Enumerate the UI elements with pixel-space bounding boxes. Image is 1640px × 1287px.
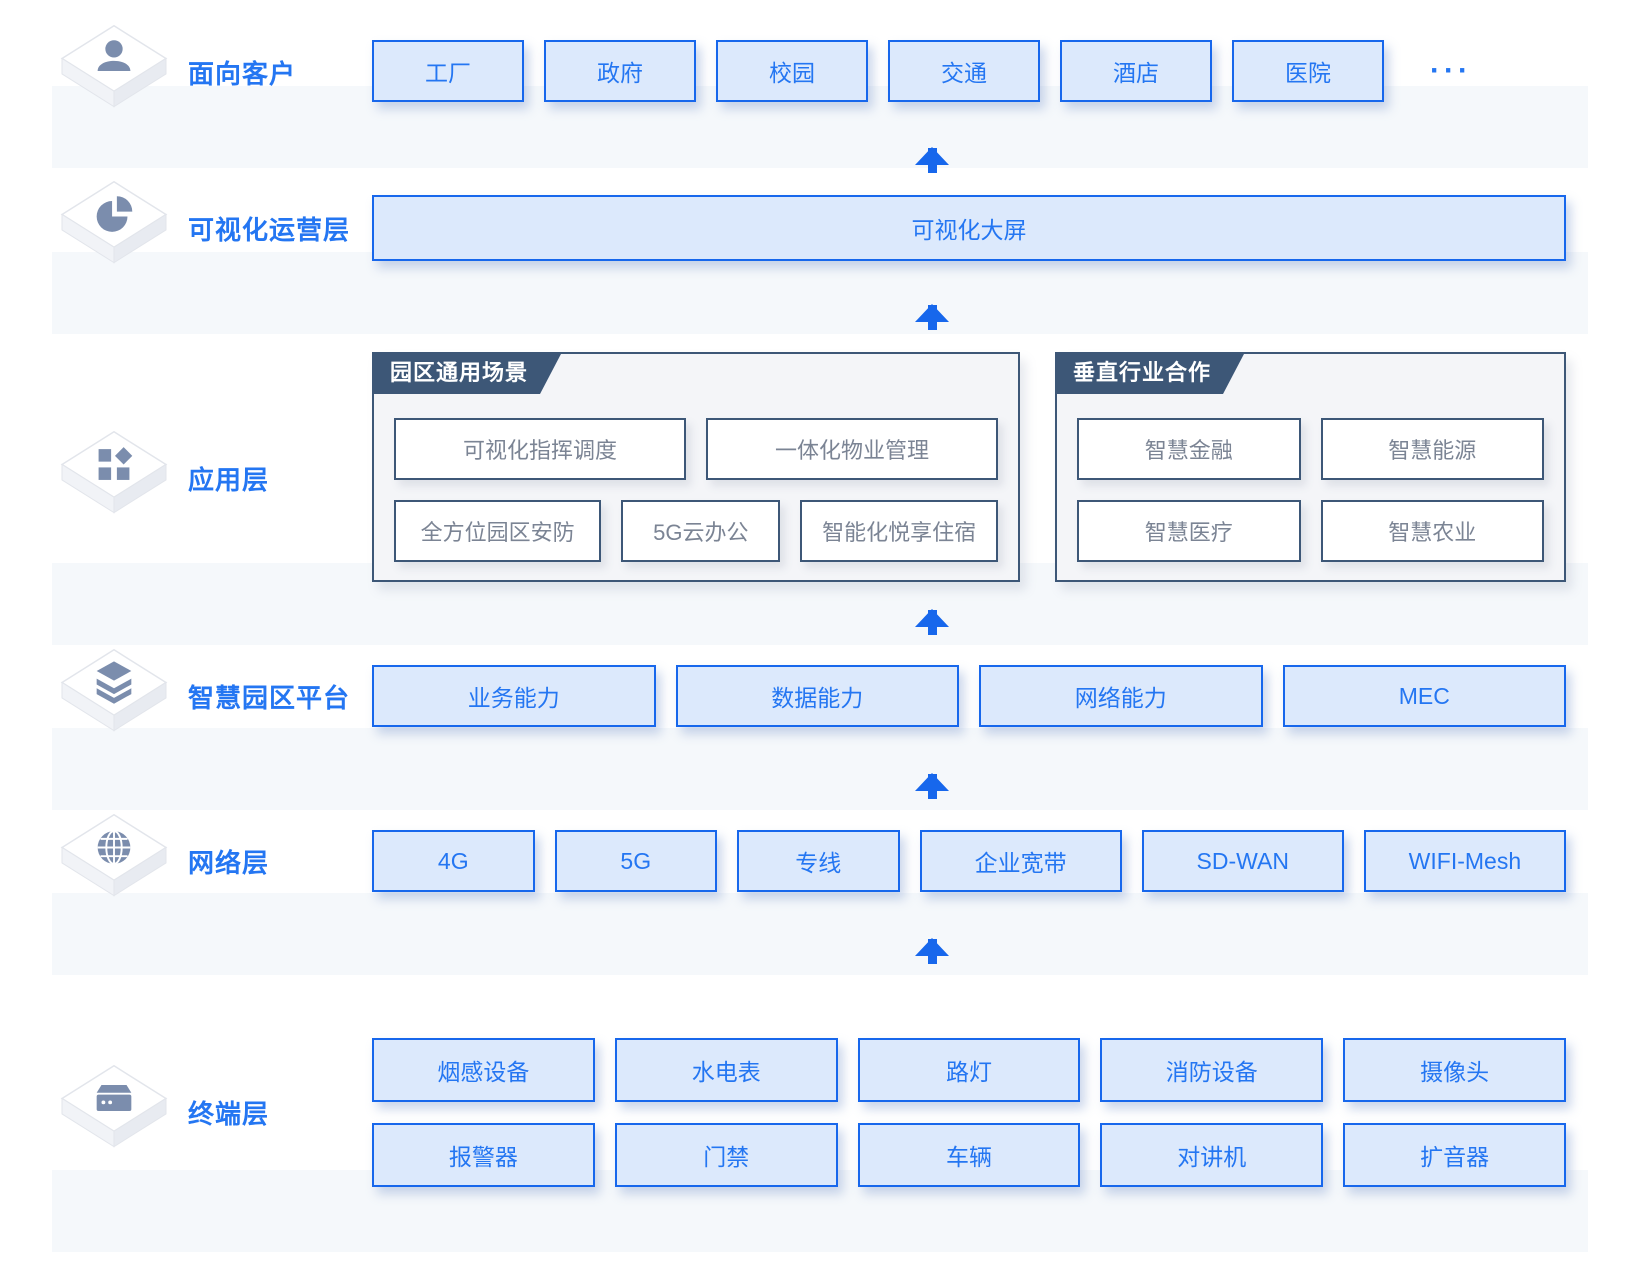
ellipsis-more: ··· bbox=[1430, 54, 1472, 87]
big-screen-box: 可视化大屏 bbox=[372, 195, 1566, 261]
layer-label-network: 网络层 bbox=[188, 847, 270, 878]
visual-ops-row: 可视化大屏 bbox=[372, 195, 1566, 261]
network-box-sd-wan: SD-WAN bbox=[1141, 830, 1344, 892]
pie-chart-icon bbox=[60, 180, 168, 264]
customer-box-traffic: 交通 bbox=[888, 40, 1040, 102]
separator-band bbox=[52, 728, 1588, 810]
app-box-smart-medical: 智慧医疗 bbox=[1077, 500, 1301, 562]
network-box-4g: 4G bbox=[372, 830, 535, 892]
layer-label-platform: 智慧园区平台 bbox=[188, 682, 351, 713]
common-row-1: 可视化指挥调度 一体化物业管理 bbox=[394, 418, 998, 480]
globe-icon bbox=[60, 813, 168, 897]
separator-band bbox=[52, 893, 1588, 975]
app-box-smart-finance: 智慧金融 bbox=[1077, 418, 1301, 480]
network-box-enterprise-broadband: 企业宽带 bbox=[919, 830, 1122, 892]
layer-rail-application: 应用层 bbox=[56, 420, 269, 536]
layer-rail-customer: 面向客户 bbox=[56, 14, 296, 130]
terminal-box-intercom: 对讲机 bbox=[1100, 1123, 1324, 1187]
customer-box-hotel: 酒店 bbox=[1060, 40, 1212, 102]
up-arrow-stem bbox=[927, 148, 937, 173]
layers-icon bbox=[60, 648, 168, 732]
layer-rail-terminal: 终端层 bbox=[56, 1054, 269, 1170]
up-arrow-head bbox=[915, 756, 949, 791]
up-arrow bbox=[915, 130, 949, 173]
app-box-5g-cloud-office: 5G云办公 bbox=[621, 500, 781, 562]
network-box-dedicated-line: 专线 bbox=[737, 830, 900, 892]
network-box-wifi-mesh: WIFI-Mesh bbox=[1363, 830, 1566, 892]
common-row-2: 全方位园区安防 5G云办公 智能化悦享住宿 bbox=[394, 500, 999, 562]
up-arrow-head bbox=[915, 921, 949, 956]
terminal-box-access-control: 门禁 bbox=[614, 1123, 838, 1187]
terminal-box-row-1: 烟感设备 水电表 路灯 消防设备 摄像头 bbox=[372, 1038, 1566, 1102]
app-box-park-security: 全方位园区安防 bbox=[394, 500, 602, 562]
app-box-command-dispatch: 可视化指挥调度 bbox=[394, 418, 686, 480]
network-box-row: 4G 5G 专线 企业宽带 SD-WAN WIFI-Mesh bbox=[372, 830, 1566, 892]
up-arrow bbox=[915, 287, 949, 330]
device-icon bbox=[60, 1064, 168, 1148]
up-arrow-head bbox=[915, 130, 949, 165]
customer-box-factory: 工厂 bbox=[372, 40, 524, 102]
layer-rail-platform: 智慧园区平台 bbox=[56, 638, 350, 754]
up-arrow bbox=[915, 921, 949, 964]
user-icon bbox=[60, 24, 168, 108]
app-grid-icon bbox=[60, 430, 168, 514]
terminal-box-alarm: 报警器 bbox=[372, 1123, 595, 1187]
separator-band bbox=[52, 252, 1588, 334]
up-arrow bbox=[915, 592, 949, 635]
up-arrow-stem bbox=[927, 774, 937, 799]
layer-label-visual-ops: 可视化运营层 bbox=[188, 214, 351, 245]
platform-box-mec: MEC bbox=[1282, 665, 1566, 727]
up-arrow-stem bbox=[927, 610, 937, 635]
platform-box-data-capability: 数据能力 bbox=[675, 665, 959, 727]
group-title-vertical: 垂直行业合作 bbox=[1055, 352, 1245, 394]
network-box-5g: 5G bbox=[554, 830, 718, 892]
terminal-box-loudspeaker: 扩音器 bbox=[1343, 1123, 1566, 1187]
app-box-smart-energy: 智慧能源 bbox=[1320, 418, 1544, 480]
platform-box-business-capability: 业务能力 bbox=[372, 665, 656, 727]
customer-box-campus: 校园 bbox=[716, 40, 868, 102]
terminal-box-row-2: 报警器 门禁 车辆 对讲机 扩音器 bbox=[372, 1123, 1566, 1187]
platform-box-network-capability: 网络能力 bbox=[979, 665, 1263, 727]
app-box-smart-lodging: 智能化悦享住宿 bbox=[800, 500, 999, 562]
customer-box-row: 工厂 政府 校园 交通 酒店 医院 bbox=[372, 40, 1566, 102]
terminal-box-utility-meter: 水电表 bbox=[614, 1038, 838, 1102]
group-panel-vertical-industry: 垂直行业合作 智慧金融 智慧能源 智慧医疗 智慧农业 bbox=[1055, 352, 1566, 582]
vertical-row-2: 智慧医疗 智慧农业 bbox=[1077, 500, 1544, 562]
group-panel-common-scenarios: 园区通用场景 可视化指挥调度 一体化物业管理 全方位园区安防 5G云办公 智能化… bbox=[372, 352, 1020, 582]
app-box-smart-agriculture: 智慧农业 bbox=[1320, 500, 1544, 562]
terminal-box-street-lamp: 路灯 bbox=[857, 1038, 1081, 1102]
up-arrow-stem bbox=[927, 305, 937, 330]
up-arrow-head bbox=[915, 592, 949, 627]
layer-rail-network: 网络层 bbox=[56, 803, 269, 919]
customer-box-hospital: 医院 bbox=[1232, 40, 1384, 102]
terminal-box-smoke-sensor: 烟感设备 bbox=[372, 1038, 595, 1102]
up-arrow bbox=[915, 756, 949, 799]
platform-box-row: 业务能力 数据能力 网络能力 MEC bbox=[372, 665, 1566, 727]
group-title-common: 园区通用场景 bbox=[372, 352, 562, 394]
terminal-box-vehicle: 车辆 bbox=[857, 1123, 1081, 1187]
customer-box-government: 政府 bbox=[544, 40, 696, 102]
layer-label-customer: 面向客户 bbox=[188, 58, 297, 89]
layer-label-terminal: 终端层 bbox=[188, 1098, 270, 1129]
up-arrow-stem bbox=[927, 939, 937, 964]
app-box-property-mgmt: 一体化物业管理 bbox=[706, 418, 998, 480]
layer-label-application: 应用层 bbox=[188, 464, 270, 495]
vertical-row-1: 智慧金融 智慧能源 bbox=[1077, 418, 1544, 480]
up-arrow-head bbox=[915, 287, 949, 322]
terminal-box-fire-equipment: 消防设备 bbox=[1100, 1038, 1324, 1102]
layer-rail-visual-ops: 可视化运营层 bbox=[56, 170, 350, 286]
terminal-box-camera: 摄像头 bbox=[1343, 1038, 1566, 1102]
